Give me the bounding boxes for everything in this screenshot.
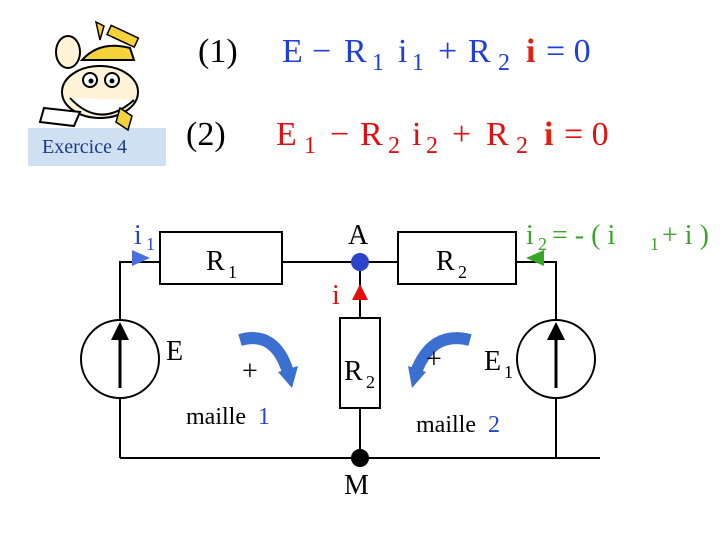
eq1-R-sub: 1 — [372, 50, 384, 76]
eq1-number: (1) — [198, 33, 238, 70]
label-R2-mid-sub: 2 — [366, 372, 375, 392]
eq1-minus: − — [312, 33, 331, 70]
label-i1: i — [134, 220, 142, 251]
eq2-E-sub: 1 — [304, 133, 316, 159]
equation-1: (1) E − R 1 i 1 + R 2 i = 0 — [198, 33, 591, 76]
cartoon-character-icon — [38, 20, 140, 132]
node-M-dot — [351, 449, 369, 467]
eq2-plus: + — [452, 116, 471, 153]
label-R2-top-sub: 2 — [458, 262, 467, 282]
eq2-E: E — [276, 116, 297, 153]
label-maille-1: maille — [186, 404, 246, 430]
node-A-dot — [351, 253, 369, 271]
label-i2-rest: = - ( i — [552, 220, 615, 251]
label-node-M: M — [344, 470, 369, 501]
label-R2-top: R — [436, 246, 455, 277]
eq1-i: i — [398, 33, 407, 70]
label-source-E: E — [166, 336, 183, 367]
label-maille-2: maille — [416, 412, 476, 438]
eq2-R: R — [360, 116, 383, 153]
label-R2-mid: R — [344, 356, 363, 387]
label-i2-sub2: 1 — [650, 234, 659, 254]
current-source-icon-right — [516, 319, 596, 399]
label-maille-2-num: 2 — [488, 412, 500, 438]
label-R1: R — [206, 246, 225, 277]
eq2-R2: R — [486, 116, 509, 153]
current-arrow-i2 — [526, 250, 544, 266]
eq2-eq: = 0 — [564, 116, 609, 153]
label-R1-sub: 1 — [228, 262, 237, 282]
eq1-E: E — [282, 33, 303, 70]
eq1-R2: R — [468, 33, 491, 70]
current-arrow-i1 — [132, 250, 150, 266]
label-plus-right: + — [426, 344, 442, 375]
label-i2: i — [526, 220, 534, 251]
eq1-eq: = 0 — [546, 33, 591, 70]
eq1-bold-i: i — [526, 33, 535, 70]
eq1-R2-sub: 2 — [498, 50, 510, 76]
resistor-R2-mid — [339, 317, 381, 409]
exercise-badge: Exercice 4 — [28, 128, 166, 166]
label-current-i: i — [332, 280, 340, 311]
eq2-i: i — [412, 116, 421, 153]
eq1-i-sub: 1 — [412, 50, 424, 76]
eq2-minus: − — [330, 116, 349, 153]
label-i2-sub: 2 — [538, 234, 547, 254]
label-source-E1: E — [484, 346, 501, 377]
loop-arrowhead-maille-2 — [408, 366, 426, 388]
eq1-plus: + — [438, 33, 457, 70]
label-plus-left: + — [242, 356, 258, 387]
loop-arrow-maille-2 — [410, 332, 472, 375]
loop-arrow-maille-1 — [238, 332, 294, 374]
current-arrow-i — [352, 284, 368, 300]
eq2-bold-i: i — [544, 116, 553, 153]
label-i2-tail: + i ) — [662, 220, 709, 251]
eq1-R: R — [344, 33, 367, 70]
eq2-number: (2) — [186, 116, 226, 153]
label-node-A: A — [348, 220, 369, 251]
equation-2: (2) E 1 − R 2 i 2 + R 2 i = 0 — [186, 116, 609, 159]
resistor-R1 — [159, 231, 283, 285]
eq2-R-sub: 2 — [388, 133, 400, 159]
label-i1-sub: 1 — [146, 234, 155, 254]
resistor-R2-top — [397, 231, 517, 285]
eq2-R2-sub: 2 — [516, 133, 528, 159]
loop-arrowhead-maille-1 — [278, 366, 298, 388]
eq2-i-sub: 2 — [426, 133, 438, 159]
label-maille-1-num: 1 — [258, 404, 270, 430]
label-source-E1-sub: 1 — [504, 362, 513, 382]
exercise-label: Exercice 4 — [42, 136, 127, 158]
current-source-icon — [80, 319, 160, 399]
